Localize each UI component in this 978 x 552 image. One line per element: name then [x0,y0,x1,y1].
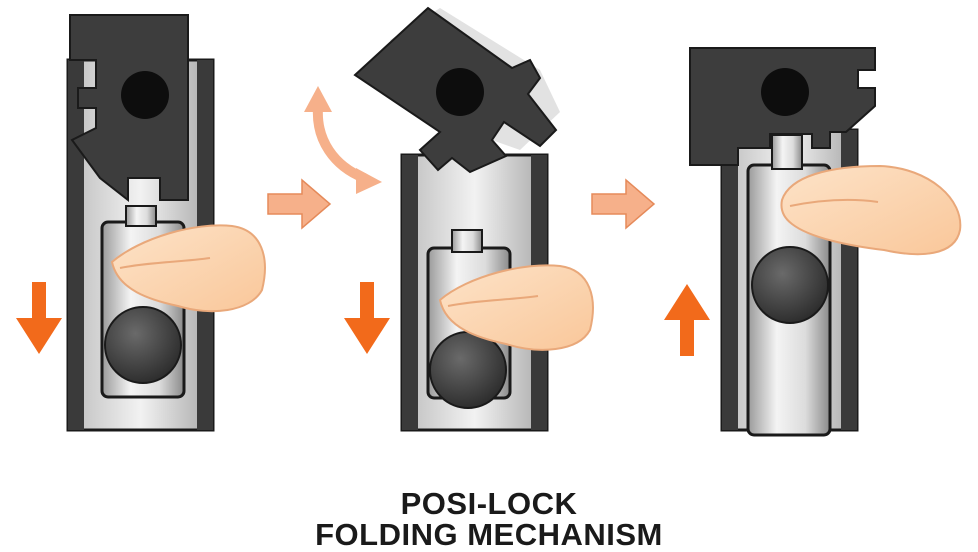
caption-title: POSI-LOCK [400,486,578,521]
folding-stock-block [353,6,558,174]
next-step-arrow-1 [267,178,332,230]
thumb [110,224,266,313]
push-up-arrow [664,284,710,356]
hinge-pin [121,71,169,119]
push-down-arrow [344,282,390,354]
lock-ball [751,246,829,324]
step-3-panel [664,47,962,437]
lock-ball [104,306,182,384]
hinge-pin [436,68,484,116]
step-2-panel [304,6,594,432]
caption-subtitle: FOLDING MECHANISM [315,517,663,552]
folding-stock-block [69,14,189,203]
step-1-panel [16,14,266,432]
next-step-arrow-2 [591,178,656,230]
hinge-pin [761,68,809,116]
lock-ball [429,331,507,409]
push-down-arrow [16,282,62,354]
thumb [438,264,594,351]
folding-stock-block [689,47,876,166]
thumb [780,164,962,256]
rotation-arrow [304,86,382,194]
